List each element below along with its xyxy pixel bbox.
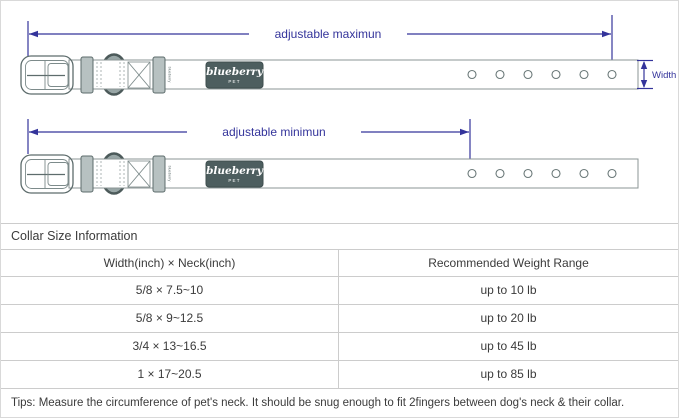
strap-tag: blueberry xyxy=(168,67,172,83)
collar-holes xyxy=(467,168,617,179)
collar-hole xyxy=(551,168,561,179)
max-dimension-label: adjustable maximun xyxy=(275,27,382,41)
brand-patch: blueberry PET xyxy=(205,61,264,89)
collar-min: adjustable minimun blueberry xyxy=(20,119,639,195)
collar-hole xyxy=(523,69,533,80)
size-table: Collar Size Information Width(inch) × Ne… xyxy=(1,223,678,417)
keeper-loop xyxy=(152,56,166,94)
collar-hole xyxy=(523,168,533,179)
keeper-loop xyxy=(80,56,94,94)
collar-hole xyxy=(467,69,477,80)
table-row-size: 1 × 17~20.5 xyxy=(1,360,338,388)
min-dimension: adjustable minimun xyxy=(27,119,471,173)
table-title: Collar Size Information xyxy=(1,223,678,249)
keeper-loop xyxy=(152,155,166,193)
column-header-weight: Recommended Weight Range xyxy=(338,249,678,276)
min-dimension-label: adjustable minimun xyxy=(222,125,325,139)
table-row-size: 3/4 × 13~16.5 xyxy=(1,332,338,360)
brand-name: blueberry xyxy=(206,165,264,177)
stitch-box xyxy=(127,160,151,188)
collar-hole xyxy=(607,69,617,80)
buckle xyxy=(20,55,74,95)
strap-tag: blueberry xyxy=(168,166,172,182)
collar-max: adjustable maximun xyxy=(20,15,676,96)
table-row-size: 5/8 × 9~12.5 xyxy=(1,304,338,332)
width-dimension: Width xyxy=(637,59,676,90)
table-row-weight: up to 45 lb xyxy=(338,332,678,360)
collar-hole xyxy=(495,168,505,179)
table-row-weight: up to 20 lb xyxy=(338,304,678,332)
collar-hole xyxy=(495,69,505,80)
collar-hole xyxy=(607,168,617,179)
table-grid: Width(inch) × Neck(inch) Recommended Wei… xyxy=(1,249,678,388)
width-label: Width xyxy=(652,70,676,81)
brand-sub: PET xyxy=(228,178,240,183)
collar-diagram: adjustable maximun xyxy=(20,15,676,195)
brand-patch: blueberry PET xyxy=(205,160,264,188)
collar-holes xyxy=(467,69,617,80)
buckle xyxy=(20,154,74,194)
stitch-box xyxy=(127,61,151,89)
table-tips: Tips: Measure the circumference of pet's… xyxy=(1,388,678,409)
max-dimension: adjustable maximun xyxy=(27,15,613,74)
brand-sub: PET xyxy=(228,79,240,84)
keeper-loop xyxy=(80,155,94,193)
brand-name: blueberry xyxy=(206,66,264,78)
collar-hole xyxy=(467,168,477,179)
collar-hole xyxy=(551,69,561,80)
table-row-weight: up to 85 lb xyxy=(338,360,678,388)
collar-hole xyxy=(579,168,589,179)
collar-hole xyxy=(579,69,589,80)
table-row-weight: up to 10 lb xyxy=(338,276,678,304)
column-header-size: Width(inch) × Neck(inch) xyxy=(1,249,338,276)
table-row-size: 5/8 × 7.5~10 xyxy=(1,276,338,304)
